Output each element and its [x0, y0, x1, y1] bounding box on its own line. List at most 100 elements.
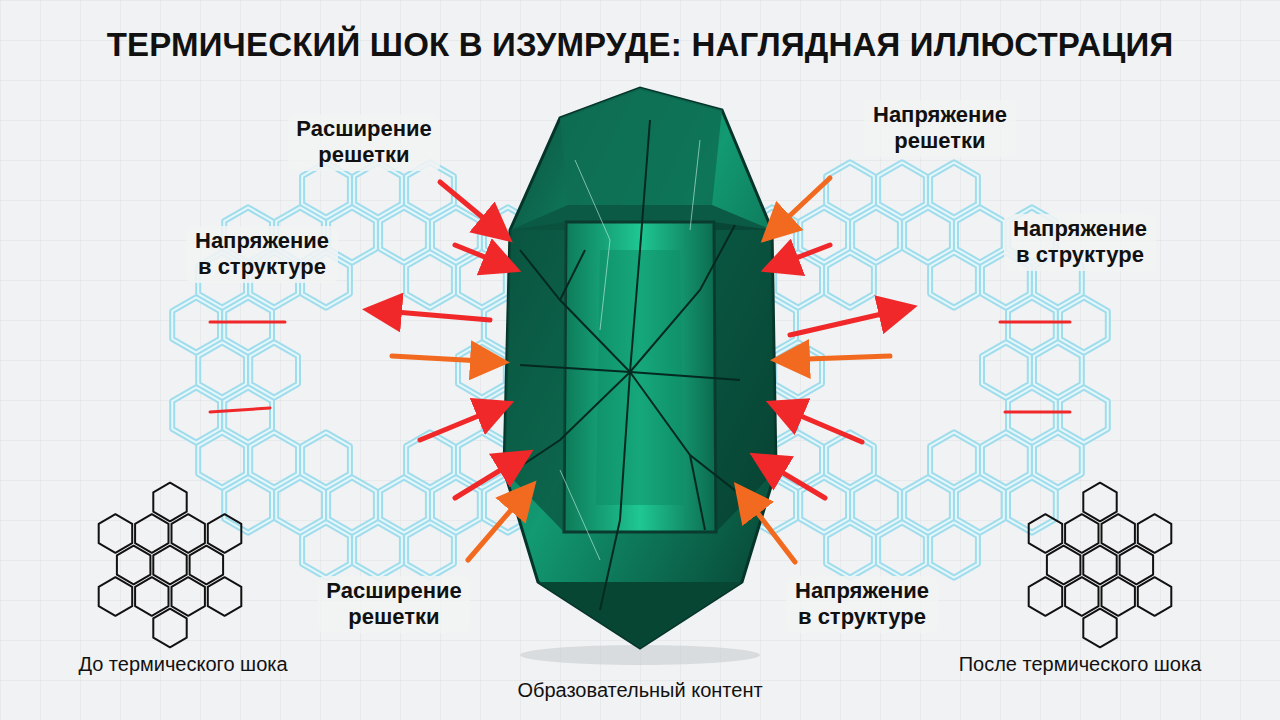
hex-icon-cell: [172, 514, 205, 553]
lattice-cell-highlight: [198, 432, 246, 487]
lattice-cell: [826, 522, 874, 577]
lattice-cell-highlight: [380, 207, 428, 262]
lattice-cell: [354, 522, 402, 577]
lattice-cell: [930, 522, 978, 577]
hex-icon-cell: [153, 609, 186, 648]
hex-icon-cell: [99, 514, 133, 553]
hex-icon-cell: [1065, 514, 1098, 553]
lattice-cell-highlight: [930, 522, 978, 577]
hex-icon-cell: [1083, 483, 1116, 522]
lattice-cell-highlight: [878, 162, 926, 217]
hex-icon-cell: [1120, 546, 1154, 585]
lattice-cell-highlight: [328, 477, 376, 532]
state-label: После термического шока: [959, 652, 1202, 676]
lattice-cell-highlight: [250, 342, 298, 397]
lattice-cell-highlight: [826, 432, 874, 487]
lattice-cell-highlight: [852, 207, 900, 262]
lattice-cell-highlight: [930, 162, 978, 217]
lattice-cell: [826, 252, 874, 307]
hex-icon-cell: [172, 577, 205, 616]
hex-icon-cell: [1065, 577, 1098, 616]
lattice-cell-highlight: [406, 252, 454, 307]
hex-icon-cell: [190, 546, 224, 585]
lattice-cell: [406, 522, 454, 577]
lattice-cell-highlight: [826, 522, 874, 577]
hex-icon-cell: [1083, 546, 1116, 585]
lattice-cell-highlight: [852, 477, 900, 532]
title: ТЕРМИЧЕСКИЙ ШОК В ИЗУМРУДЕ: НАГЛЯДНАЯ ИЛ…: [107, 26, 1174, 64]
caption: Образовательный контент: [517, 678, 762, 702]
lattice-cell-highlight: [982, 342, 1030, 397]
hex-icon-cell: [1083, 609, 1116, 648]
lattice-cell-highlight: [1060, 297, 1108, 352]
callout-label: Напряжение в структуре: [186, 226, 338, 283]
state-label: До термического шока: [78, 652, 287, 676]
hex-icon-cell: [1047, 546, 1081, 585]
lattice-cell-highlight: [406, 432, 454, 487]
lattice-cell-highlight: [302, 522, 350, 577]
lattice-cell-highlight: [904, 477, 952, 532]
lattice-cell-highlight: [172, 387, 220, 442]
callout-label: Расширение решетки: [318, 576, 470, 633]
hex-icon-cell: [208, 514, 242, 553]
callout-label: Напряжение в структуре: [786, 576, 938, 633]
stress-arrows: [372, 178, 908, 562]
emerald: [504, 88, 776, 665]
hex-icon-cell: [1029, 577, 1063, 616]
hex-icon-cell: [1138, 577, 1172, 616]
lattice-cell-highlight: [1008, 297, 1056, 352]
hex-icon-cell: [135, 577, 168, 616]
hex-icon-cell: [1102, 514, 1135, 553]
lattice-cell-highlight: [354, 522, 402, 577]
cracks: [515, 120, 760, 610]
lattice-rings: [172, 162, 1108, 577]
lattice-cell-highlight: [826, 162, 874, 217]
lattice-cell-highlight: [904, 207, 952, 262]
lattice-cell-highlight: [956, 477, 1004, 532]
lattice-cell: [930, 252, 978, 307]
hex-icon-cell: [117, 546, 150, 585]
lattice-cell-highlight: [224, 387, 272, 442]
lattice-cell: [224, 477, 272, 532]
lattice-cell-highlight: [224, 477, 272, 532]
lattice-cell: [1008, 477, 1056, 532]
lattice-cell-highlight: [224, 297, 272, 352]
lattice-cell-highlight: [172, 297, 220, 352]
lattice-cell-highlight: [302, 432, 350, 487]
lattice-cell-highlight: [250, 432, 298, 487]
lattice-cell-highlight: [878, 522, 926, 577]
lattice-cell-highlight: [956, 207, 1004, 262]
hex-icon-cell: [1102, 577, 1135, 616]
lattice-cell-highlight: [774, 252, 822, 307]
lattice-cell: [878, 522, 926, 577]
hex-icon-cell: [135, 514, 168, 553]
lattice-cell: [406, 252, 454, 307]
lattice-cell-highlight: [930, 432, 978, 487]
lattice-cell-highlight: [930, 252, 978, 307]
callout-label: Напряжение решетки: [864, 100, 1016, 157]
lattice-cell-highlight: [774, 342, 822, 397]
hex-icon-cell: [208, 577, 242, 616]
lattice-cell-highlight: [982, 432, 1030, 487]
lattice-cell-highlight: [1008, 477, 1056, 532]
lattice-cell-highlight: [1008, 387, 1056, 442]
callout-label: Расширение решетки: [288, 114, 440, 171]
hex-icon-cell: [153, 546, 186, 585]
lattice-cell-highlight: [826, 252, 874, 307]
lattice-cell-highlight: [1060, 387, 1108, 442]
hex-icon-cell: [1138, 514, 1172, 553]
lattice-cell-highlight: [1034, 432, 1082, 487]
hex-icon-cell: [1029, 514, 1063, 553]
lattice-cell-highlight: [380, 477, 428, 532]
lattice-cell-highlight: [1034, 342, 1082, 397]
lattice-cell-highlight: [276, 477, 324, 532]
lattice-cell-highlight: [406, 522, 454, 577]
lattice-cell-highlight: [458, 342, 506, 397]
hex-icon-cell: [99, 577, 133, 616]
lattice-cell-highlight: [198, 342, 246, 397]
lattice-cell: [302, 522, 350, 577]
